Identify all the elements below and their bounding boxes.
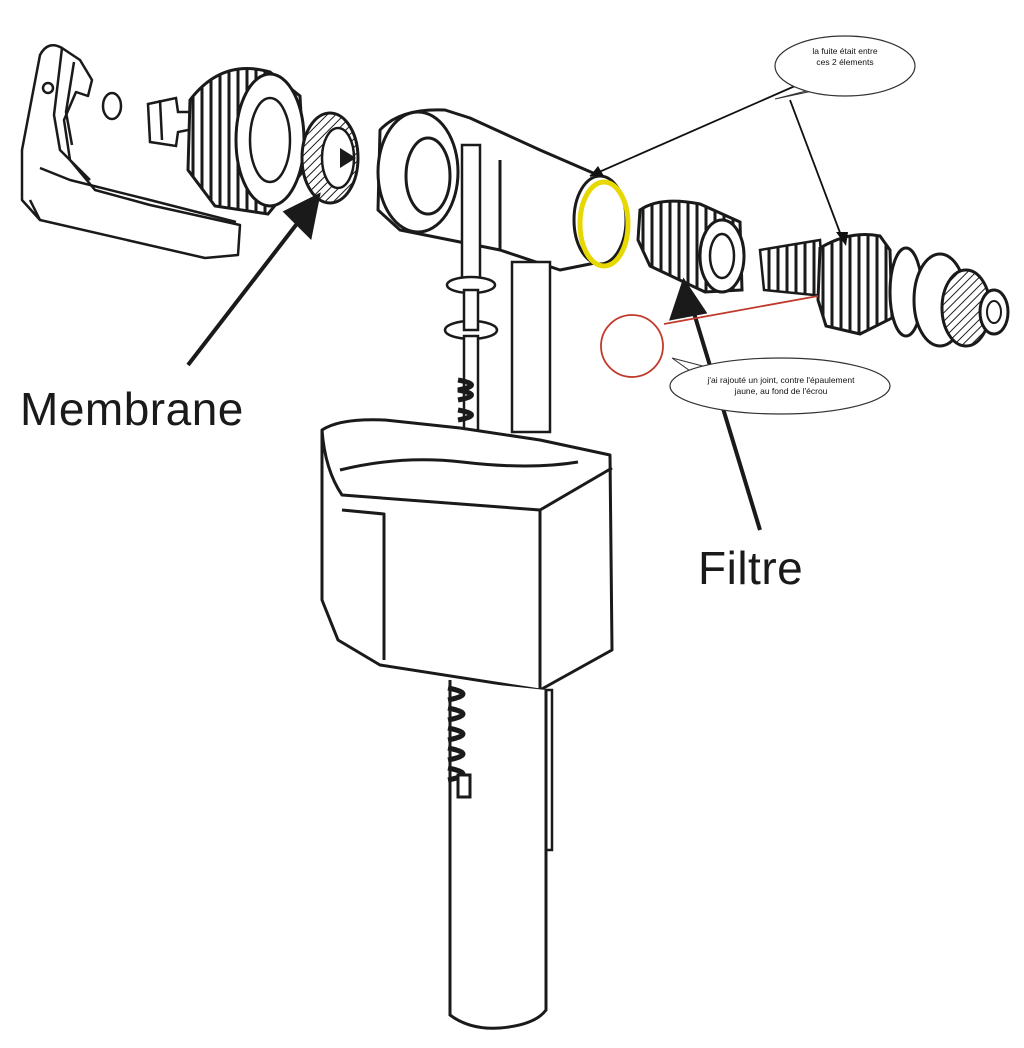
valve-body: [376, 108, 628, 272]
left-knurled-nut: [186, 67, 306, 216]
highlight-ring: [577, 179, 631, 269]
mounting-bracket: [20, 43, 242, 260]
filter-part: [636, 199, 746, 294]
right-fitting: [758, 233, 1010, 348]
joint-callout: [669, 357, 891, 415]
joint-annotation-circle: [600, 295, 819, 378]
filtre-arrow: [669, 277, 762, 531]
lower-tube: [447, 680, 548, 1030]
membrane-part: [300, 111, 360, 205]
leak-callout-text: la fuite était entre ces 2 élements: [780, 46, 910, 69]
joint-callout-text: j'ai rajouté un joint, contre l'épauleme…: [676, 375, 886, 398]
float-box: [320, 418, 614, 692]
joint-callout-line-2: jaune, au fond de l'écrou: [734, 386, 828, 397]
leak-callout-line-2: ces 2 élements: [816, 57, 874, 68]
leak-callout-line-1: la fuite était entre: [812, 46, 878, 56]
membrane-label: Membrane: [20, 383, 244, 435]
membrane-arrow: [186, 192, 321, 367]
joint-callout-line-1: j'ai rajouté un joint, contre l'épauleme…: [707, 375, 855, 385]
filtre-label: Filtre: [698, 542, 804, 594]
leak-callout: [589, 35, 916, 246]
